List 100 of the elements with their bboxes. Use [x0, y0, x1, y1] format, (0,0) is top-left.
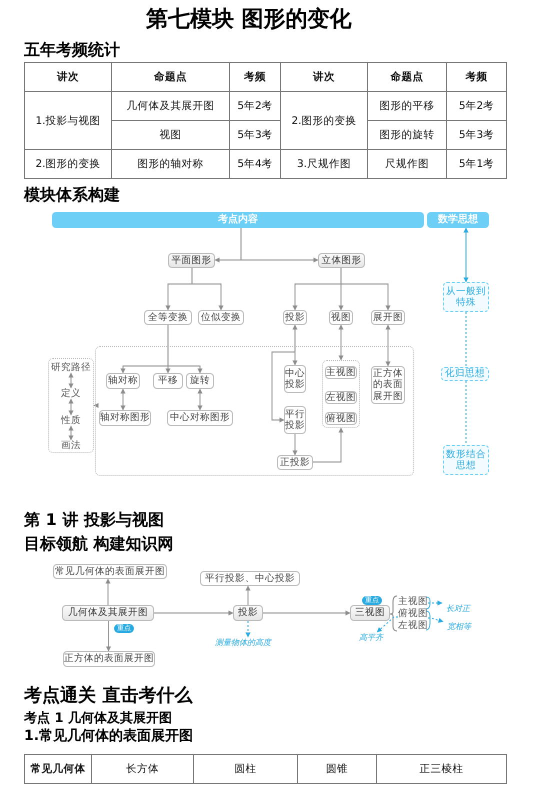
concept-box: 轴对称	[106, 373, 140, 389]
arrow	[192, 268, 224, 310]
node-text: 性质	[50, 415, 92, 426]
section-heading: 第 1 讲 投影与视图	[24, 510, 164, 531]
handwritten-note: 高平齐	[355, 632, 387, 643]
concept-box: 投影	[283, 310, 307, 325]
section-heading: 1.常见几何体的表面展开图	[24, 727, 194, 745]
arrow	[376, 616, 398, 632]
table-cell: 3.尺规作图	[280, 150, 368, 178]
arrow	[154, 610, 234, 616]
table-cell: 5年1考	[446, 150, 506, 178]
concept-box: 俯视图	[325, 412, 357, 425]
dotted-frame	[322, 360, 360, 428]
arrow	[68, 426, 74, 440]
arrow	[198, 388, 202, 410]
arrow	[106, 620, 111, 652]
concept-box: 平行投影、中心投影	[200, 571, 300, 586]
table-cell: 图形的旋转	[368, 120, 446, 150]
table-header-cell: 常见几何体	[24, 754, 92, 784]
arrow	[312, 428, 344, 462]
page-title: 第七模块 图形的变化	[146, 6, 352, 34]
arrow	[428, 600, 442, 606]
arrow	[68, 372, 74, 388]
arrow	[386, 324, 390, 366]
arrow	[338, 324, 344, 360]
table-cell: 5年2考	[446, 92, 506, 120]
concept-box: 中心对称图形	[167, 410, 233, 426]
concept-box: 旋转	[186, 373, 214, 389]
idea-box: 从一般到特殊	[443, 282, 489, 312]
topic-box: 几何体及其展开图	[62, 605, 154, 621]
table-cell: 5年2考	[230, 92, 280, 120]
idea-box: 数形结合思想	[443, 445, 489, 475]
arrow	[246, 586, 250, 606]
table-header-cell: 考频	[230, 62, 280, 92]
concept-box: 全等变换	[144, 310, 192, 325]
arrow	[240, 228, 318, 262]
arrow	[262, 610, 350, 616]
arrow	[106, 578, 110, 606]
arrow	[68, 398, 74, 416]
arrow	[272, 324, 296, 422]
topic-box: 立体图形	[318, 253, 365, 268]
table-cell: 图形的轴对称	[112, 150, 230, 178]
arrow	[292, 434, 298, 456]
concept-box: 正方体的表面展开图	[63, 651, 155, 667]
table-header-cell: 命题点	[368, 62, 446, 92]
idea-box: 化归思想	[441, 367, 489, 381]
concept-box: 平移	[153, 373, 183, 389]
table-cell: 正三棱柱	[376, 754, 506, 784]
table-cell: 圆柱	[194, 754, 298, 784]
concept-box: 正投影	[277, 455, 313, 470]
concept-box: 轴对称图形	[99, 410, 151, 426]
dotted-frame	[95, 346, 414, 476]
title-banner: 数学思想	[427, 212, 489, 228]
node-text: 主视图	[398, 596, 428, 607]
table-cell: 5年3考	[446, 120, 506, 150]
topic-box: 投影	[233, 605, 263, 621]
arrow	[292, 324, 298, 366]
table-header-cell: 讲次	[24, 62, 112, 92]
arrow	[246, 620, 250, 638]
handwritten-note: 宽相等	[443, 621, 475, 632]
concept-box: 位似变换	[198, 310, 244, 325]
arrow	[94, 403, 98, 408]
concept-box: 常见几何体的表面展开图	[53, 564, 167, 579]
table-cell: 2.图形的变换	[24, 150, 112, 178]
arrow	[464, 228, 468, 282]
topic-box: 三视图	[350, 605, 390, 621]
table-header-cell: 命题点	[112, 62, 230, 92]
node-text: 左视图	[398, 620, 428, 631]
arrow	[120, 388, 126, 410]
table-cell: 尺规作图	[368, 150, 446, 178]
table-cell: 2.图形的变换	[280, 92, 368, 150]
topic-box: 平面图形	[168, 253, 215, 268]
node-text: 定义	[50, 388, 92, 399]
section-heading: 考点通关 直击考什么	[24, 684, 192, 707]
concept-box: 中心投影	[284, 365, 306, 393]
concept-box: 正方体的表面展开图	[371, 366, 405, 404]
title-banner: 考点内容	[52, 212, 424, 228]
node-text: 研究路径	[50, 362, 92, 373]
concept-box: 平行投影	[284, 406, 306, 434]
table-cell: 长方体	[92, 754, 194, 784]
table-cell: 5年4考	[230, 150, 280, 178]
handwritten-note: 测量物体的高度	[207, 637, 279, 648]
section-heading: 目标领航 构建知识网	[24, 534, 174, 555]
arrow	[340, 268, 390, 310]
concept-box: 左视图	[325, 391, 357, 404]
arrow	[428, 618, 444, 623]
section-heading: 五年考频统计	[24, 40, 120, 61]
section-heading: 考点 1 几何体及其展开图	[24, 710, 172, 727]
table-cell: 视图	[112, 120, 230, 150]
concept-box: 主视图	[325, 366, 357, 379]
table-cell: 圆锥	[298, 754, 376, 784]
dotted-frame	[48, 358, 94, 453]
table-cell: 1.投影与视图	[24, 92, 112, 150]
handwritten-note: 长对正	[442, 603, 474, 614]
table-header-cell: 考频	[446, 62, 506, 92]
concept-box: 展开图	[371, 310, 405, 325]
node-text: 画法	[50, 440, 92, 451]
table-header-cell: 讲次	[280, 62, 368, 92]
table-cell: 几何体及其展开图	[112, 92, 230, 120]
table-cell: 图形的平移	[368, 92, 446, 120]
